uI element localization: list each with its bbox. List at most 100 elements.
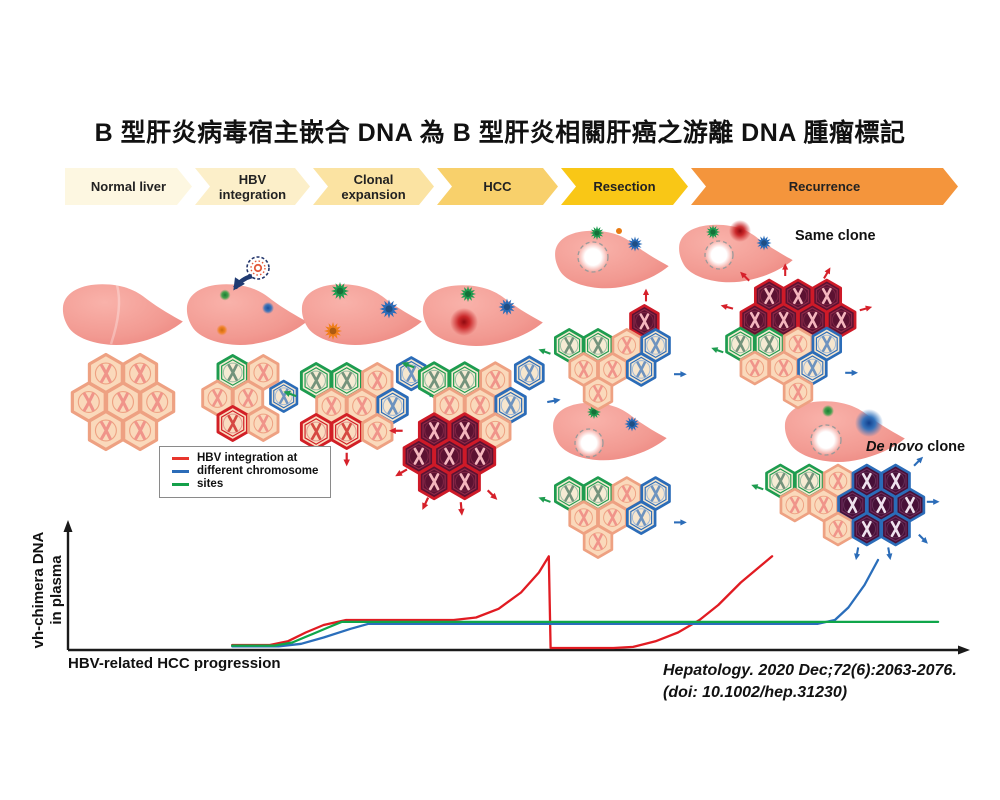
- stage-normal-liver: Normal liver: [65, 168, 192, 205]
- chart-axes: [66, 532, 958, 652]
- dna-release-arrow-red: [456, 500, 467, 518]
- liver-clonal-expansion: [301, 282, 422, 345]
- cell-normal: [779, 487, 811, 523]
- liver-hbv-integration: [186, 256, 307, 345]
- stage-label: Clonal expansion: [341, 171, 406, 202]
- y-axis-arrowhead: [63, 520, 73, 532]
- stage-label: HBV integration: [218, 171, 287, 202]
- citation-line2: (doi: 10.1002/hep.31230): [663, 684, 848, 701]
- cell-normal: [361, 413, 394, 450]
- cell-normal: [582, 524, 614, 559]
- same-clone-label: Same clone: [795, 228, 876, 244]
- dna-release-arrow-blue: [844, 368, 860, 377]
- resection-site: [705, 241, 733, 269]
- stage-label: Normal liver: [90, 179, 167, 194]
- cell-integrated-red: [299, 413, 333, 450]
- chart-line-blue-site: [231, 558, 880, 648]
- legend-box: HBV integration at different chromosome …: [159, 446, 332, 498]
- resection-site: [575, 429, 603, 457]
- stage-recurrence: Recurrence: [691, 168, 958, 205]
- cell-cluster-recurrence-same-clone: [709, 262, 874, 410]
- clone-spot-green: [822, 405, 834, 417]
- figure-title: B 型肝炎病毒宿主嵌合 DNA 為 B 型肝炎相關肝癌之游離 DNA 腫瘤標記: [94, 119, 906, 147]
- cell-integrated-blue: [513, 355, 545, 391]
- de-novo-rest: clone: [923, 439, 966, 455]
- cell-integrated-blue: [269, 379, 299, 413]
- y-axis-label: vh-chimera DNA in plasma: [30, 504, 66, 676]
- dna-release-arrow-red: [342, 451, 352, 468]
- stage-label: HCC: [483, 179, 512, 194]
- citation: Hepatology. 2020 Dec;72(6):2063-2076. (d…: [663, 660, 957, 704]
- dna-release-arrow-red: [418, 495, 433, 513]
- cell-tumor-red: [448, 463, 481, 501]
- cell-integrated-red: [330, 413, 363, 450]
- dna-release-arrow-red: [857, 302, 874, 315]
- legend-row: sites: [170, 478, 318, 491]
- integration-dot-blue: [262, 302, 274, 314]
- legend-swatch-green: [172, 483, 189, 486]
- stage-hcc: HCC: [437, 168, 558, 205]
- resection-site-outline: [577, 241, 609, 273]
- cell-normal: [822, 511, 854, 547]
- cell-normal: [739, 350, 771, 386]
- dna-release-arrow-green: [536, 345, 553, 358]
- cell-cluster-hbv-integration: [201, 354, 299, 442]
- dna-release-arrow-blue: [910, 453, 927, 469]
- liver-recurrence-same-clone: [679, 220, 793, 283]
- stage-label: Recurrence: [788, 179, 861, 194]
- cell-integrated-red: [216, 405, 249, 442]
- clone-spot-orange: [616, 228, 622, 234]
- dna-release-arrow-blue: [851, 545, 863, 562]
- legend-text: different chromosome: [197, 465, 319, 477]
- resection-site: [578, 242, 608, 272]
- dna-release-arrow-blue: [925, 497, 941, 506]
- stage-resection: Resection: [561, 168, 688, 205]
- cell-tumor-blue: [851, 511, 883, 547]
- de-novo-italic: De novo: [866, 439, 924, 455]
- cell-cluster-resection-residual: [536, 287, 688, 411]
- cell-normal: [122, 409, 159, 452]
- recurrent-tumor-red: [729, 220, 751, 242]
- resection-site-outline: [574, 428, 604, 458]
- liver-recurrence-de-novo: [784, 401, 905, 462]
- cell-tumor-red: [417, 463, 451, 501]
- dna-release-arrow-green: [749, 481, 766, 494]
- legend-row: HBV integration at: [170, 452, 318, 465]
- legend-row: different chromosome: [170, 465, 318, 478]
- liver-hcc: [422, 285, 543, 346]
- resection-site-outline: [704, 240, 734, 270]
- y-axis-label-line2: in plasma: [48, 555, 65, 625]
- dna-release-arrow-blue: [884, 545, 895, 562]
- dna-release-arrow-blue: [545, 395, 563, 407]
- stage-label: Resection: [593, 179, 656, 194]
- integration-dot-orange: [216, 324, 228, 336]
- resection-site: [811, 425, 841, 455]
- x-axis-label: HBV-related HCC progression: [68, 655, 281, 672]
- legend-text: sites: [197, 478, 224, 490]
- legend-swatch-red: [172, 457, 189, 460]
- dna-release-arrow-green: [709, 344, 726, 357]
- legend-swatch-blue: [172, 470, 189, 473]
- de-novo-tumor-blue: [855, 409, 883, 437]
- progression-banner: Normal liver HBV integration Clonal expa…: [65, 168, 961, 205]
- cell-cluster-recurrence-de-novo: [749, 453, 941, 562]
- integration-dot-green: [219, 289, 231, 301]
- cell-normal: [247, 405, 280, 442]
- x-axis-arrowhead: [958, 645, 970, 655]
- resection-site-outline: [810, 424, 842, 456]
- dna-release-arrow-red: [820, 264, 835, 282]
- dna-release-arrow-red: [484, 486, 501, 504]
- hcc-tumor-red: [450, 308, 478, 336]
- liver-resection-post-op: [555, 226, 669, 289]
- virus-entry-arrow: [233, 273, 253, 291]
- stage-hbv-integration: HBV integration: [195, 168, 310, 205]
- cell-cluster-followup: [536, 476, 688, 559]
- y-axis-label-line1: vh-chimera DNA: [30, 531, 47, 649]
- cell-normal: [582, 376, 614, 411]
- chart-lines: [231, 555, 940, 650]
- stage-clonal-expansion: Clonal expansion: [313, 168, 434, 205]
- dna-release-arrow-red: [641, 287, 651, 303]
- liver-resection-followup: [553, 402, 667, 461]
- dna-release-arrow-blue: [672, 518, 688, 527]
